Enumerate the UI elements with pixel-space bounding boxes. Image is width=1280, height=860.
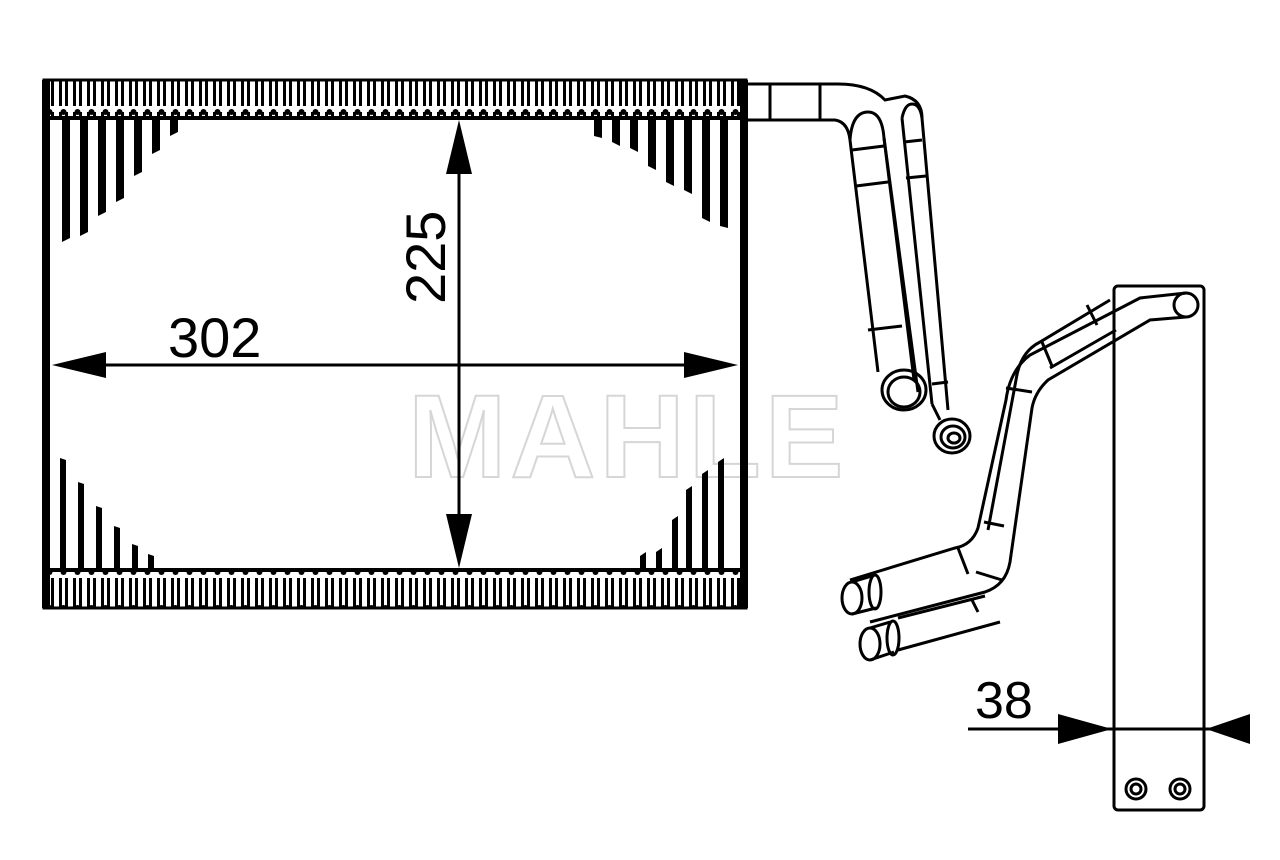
mahle-watermark: MAHLE [407, 371, 848, 503]
depth-dimension-arrow [968, 714, 1250, 744]
evaporator-core [42, 78, 748, 610]
core-side-view [1112, 284, 1206, 812]
lower-pipe-assembly [840, 291, 1187, 662]
width-dimension-arrow [52, 352, 738, 378]
depth-dimension-label: 38 [975, 672, 1033, 730]
upper-pipe-assembly [748, 82, 972, 455]
height-dimension-label: 225 [394, 210, 457, 304]
width-dimension-label: 302 [168, 306, 262, 369]
height-dimension-arrow [446, 120, 472, 568]
